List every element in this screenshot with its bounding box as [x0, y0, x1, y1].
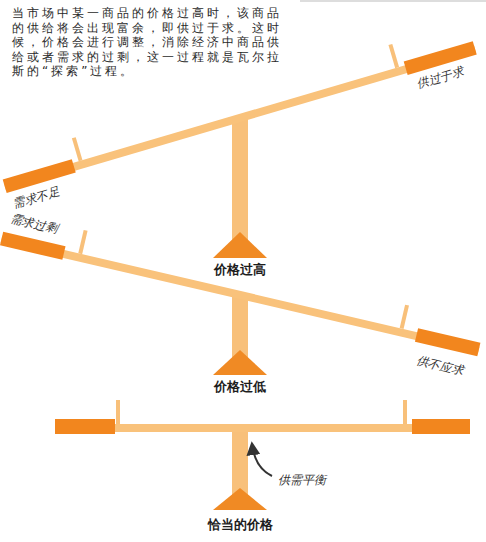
plank-board — [55, 424, 470, 432]
price-label: 恰当的价格 — [208, 517, 273, 533]
callout-arrow — [252, 444, 272, 476]
fulcrum-base — [213, 350, 267, 375]
plank-handle — [72, 137, 83, 161]
plank-weight — [415, 328, 481, 356]
fulcrum-post — [232, 118, 248, 248]
plank-handle — [116, 400, 120, 424]
plank-handle — [388, 44, 399, 68]
plank-handle — [400, 305, 409, 329]
plank-board — [0, 236, 479, 355]
plank-weight — [412, 419, 470, 434]
price-label: 价格过低 — [214, 379, 266, 395]
seesaw-plank — [0, 212, 485, 356]
end-label: 供不应求 — [415, 354, 465, 379]
plank-handle — [403, 400, 407, 424]
top-rule — [300, 1, 486, 2]
price-label: 价格过高 — [214, 262, 266, 278]
fulcrum-base — [213, 232, 267, 258]
end-label: 需求过剩 — [9, 212, 59, 237]
plank-weight — [3, 159, 76, 193]
callout-label: 供需平衡 — [278, 473, 326, 487]
plank-weight — [55, 419, 115, 434]
fulcrum-base — [213, 488, 267, 510]
plank-handle — [78, 230, 87, 254]
caption-text: 当市场中某一商品的价格过高时，该商品的供给将会出现富余，即供过于求。这时候，价格… — [12, 6, 292, 79]
